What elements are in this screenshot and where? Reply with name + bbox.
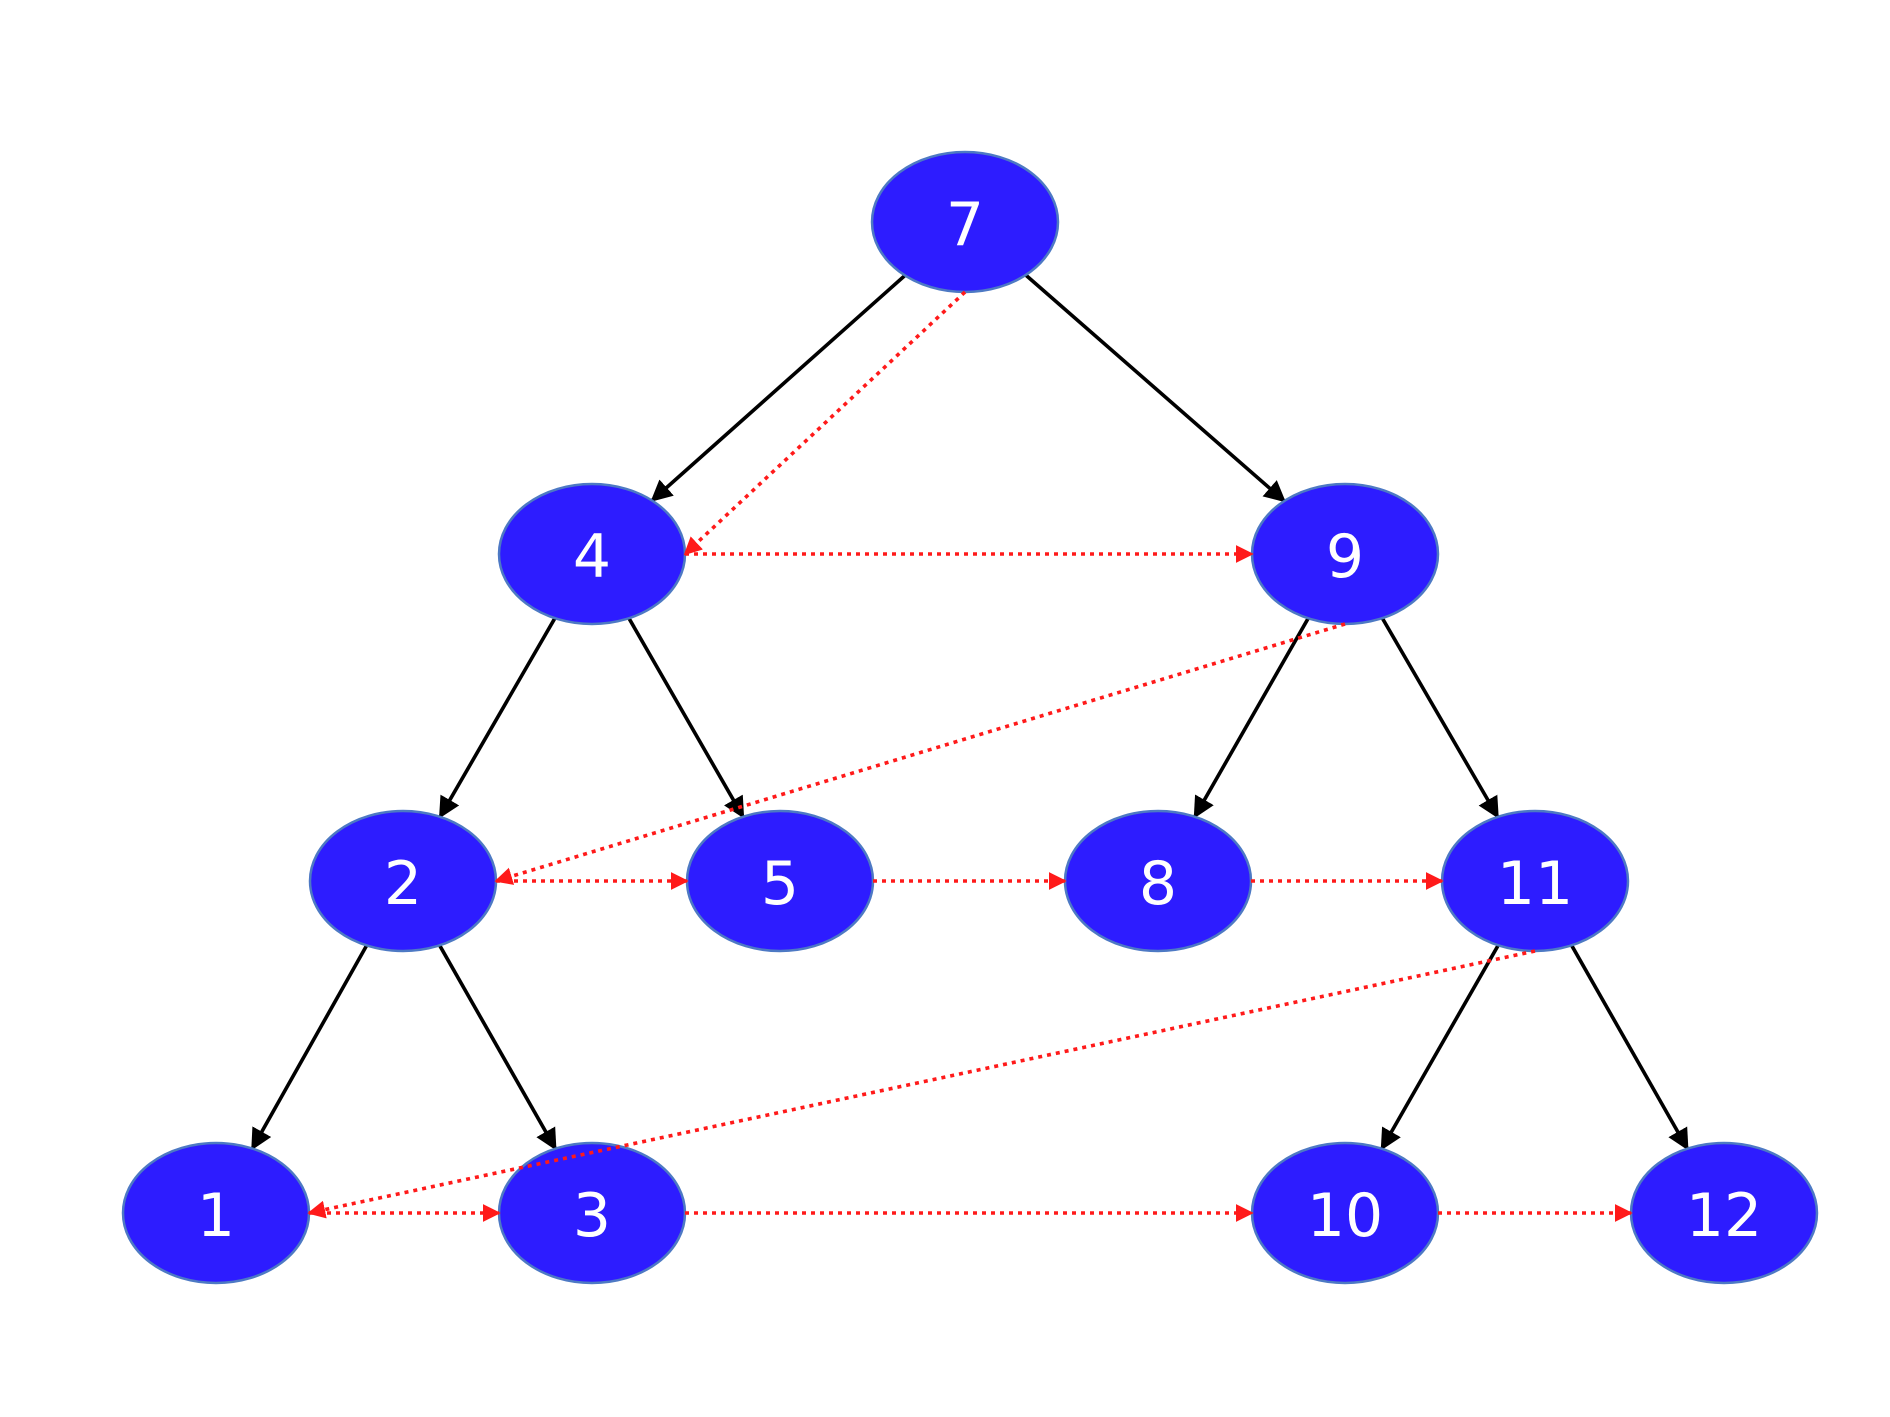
node-label: 1 — [197, 1181, 235, 1251]
tree-node-8: 8 — [1063, 809, 1253, 953]
tree-edge-4-to-2 — [438, 617, 557, 819]
node-label: 9 — [1326, 522, 1364, 592]
tree-node-10: 10 — [1250, 1141, 1440, 1285]
tree-edge-7-to-9 — [1024, 273, 1286, 503]
node-label: 5 — [761, 849, 799, 919]
traversal-edge-7-to-4 — [683, 290, 967, 556]
traversal-edge-9-to-2 — [494, 622, 1346, 885]
traversal-edges — [307, 290, 1633, 1222]
tree-edge-2-to-3 — [438, 944, 557, 1151]
node-label: 4 — [573, 522, 611, 592]
tree-node-3: 3 — [497, 1141, 687, 1285]
tree-edge-4-to-5 — [627, 617, 745, 819]
tree-edges — [250, 273, 1689, 1151]
tree-node-5: 5 — [685, 809, 875, 953]
traversal-edge-11-to-1 — [307, 949, 1536, 1219]
tree-node-7: 7 — [870, 150, 1060, 294]
tree-node-2: 2 — [308, 809, 498, 953]
tree-node-11: 11 — [1440, 809, 1630, 953]
node-label: 8 — [1139, 849, 1177, 919]
tree-node-9: 9 — [1250, 482, 1440, 626]
node-label: 11 — [1497, 849, 1573, 919]
node-label: 2 — [384, 849, 422, 919]
node-label: 7 — [946, 190, 984, 260]
tree-edge-7-to-4 — [650, 274, 907, 502]
tree-edge-11-to-10 — [1380, 944, 1500, 1151]
tree-edge-2-to-1 — [250, 944, 369, 1151]
tree-edge-9-to-8 — [1193, 617, 1310, 819]
tree-node-1: 1 — [121, 1141, 311, 1285]
tree-edge-9-to-11 — [1380, 617, 1500, 819]
node-label: 3 — [573, 1181, 611, 1251]
node-label: 12 — [1686, 1181, 1762, 1251]
tree-node-4: 4 — [497, 482, 687, 626]
tree-node-12: 12 — [1629, 1141, 1819, 1285]
tree-edge-11-to-12 — [1570, 944, 1689, 1151]
node-label: 10 — [1307, 1181, 1383, 1251]
